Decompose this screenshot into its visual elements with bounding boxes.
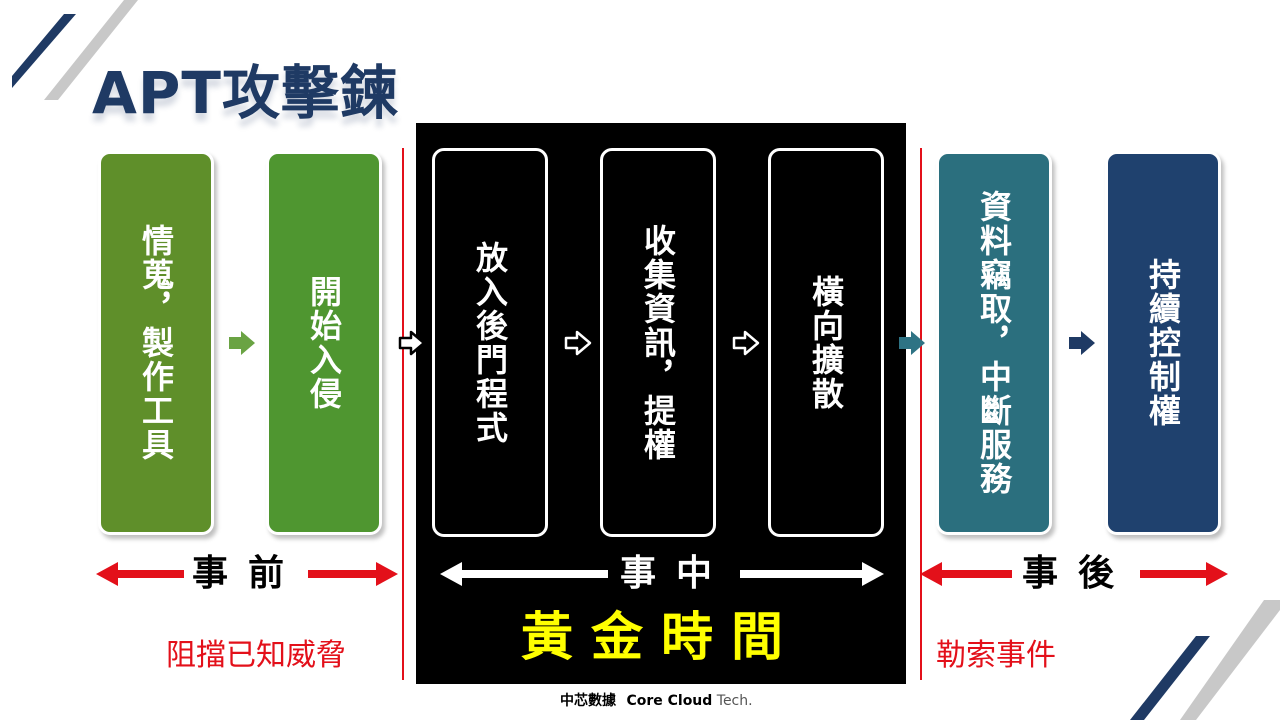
divider-line-right xyxy=(920,148,922,680)
corner-decoration-bottom-right xyxy=(1130,600,1280,720)
stage-box-persistence: 持續控制權 xyxy=(1105,151,1221,535)
stage-box-lateral-movement: 橫向擴散 xyxy=(768,148,884,537)
phase-label-during: 事中 xyxy=(620,553,733,594)
arrow-right-outline-icon xyxy=(564,330,592,356)
page-title: APT攻擊鍊 xyxy=(92,59,399,127)
stage-label: 開始入侵 xyxy=(305,275,343,411)
divider-line-left xyxy=(402,148,404,680)
stage-box-backdoor: 放入後門程式 xyxy=(432,148,548,537)
phase-label-before: 事前 xyxy=(192,553,305,594)
arrow-right-icon xyxy=(229,331,255,355)
block-known-threats-label: 阻擋已知威脅 xyxy=(166,638,346,673)
stage-label: 資料竊取，中斷服務 xyxy=(975,190,1013,496)
footer-brand-suffix: Tech. xyxy=(716,693,753,709)
stage-box-exfiltration: 資料竊取，中斷服務 xyxy=(936,151,1052,535)
footer-brand: 中芯數據 Core Cloud Tech. xyxy=(560,690,753,712)
stage-box-collect-escalate: 收集資訊，提權 xyxy=(600,148,716,537)
phase-label-after: 事後 xyxy=(1022,553,1135,594)
ransomware-incident-label: 勒索事件 xyxy=(936,638,1056,673)
arrow-right-icon xyxy=(1069,331,1095,355)
stage-box-intrusion: 開始入侵 xyxy=(266,151,382,535)
golden-time-label: 黃金時間 xyxy=(520,608,801,668)
phase-arrow-left-icon xyxy=(440,562,608,586)
phase-arrow-right-icon xyxy=(740,562,884,586)
stage-label: 放入後門程式 xyxy=(471,240,509,445)
stage-label: 收集資訊，提權 xyxy=(639,223,677,462)
footer-brand-cn: 中芯數據 xyxy=(560,693,616,709)
stage-label: 情蒐，製作工具 xyxy=(137,224,175,462)
stage-label: 持續控制權 xyxy=(1144,258,1182,428)
arrow-right-icon xyxy=(899,331,925,355)
arrow-right-outline-icon xyxy=(398,330,426,356)
phase-arrow-right-icon xyxy=(308,562,398,586)
phase-arrow-left-icon xyxy=(920,562,1012,586)
phase-arrow-right-icon xyxy=(1140,562,1228,586)
footer-brand-en: Core Cloud xyxy=(626,693,713,709)
arrow-right-outline-icon xyxy=(732,330,760,356)
phase-arrow-left-icon xyxy=(96,562,184,586)
stage-box-recon: 情蒐，製作工具 xyxy=(98,151,214,535)
corner-decoration-top-left xyxy=(12,0,138,100)
stage-label: 橫向擴散 xyxy=(807,274,845,411)
